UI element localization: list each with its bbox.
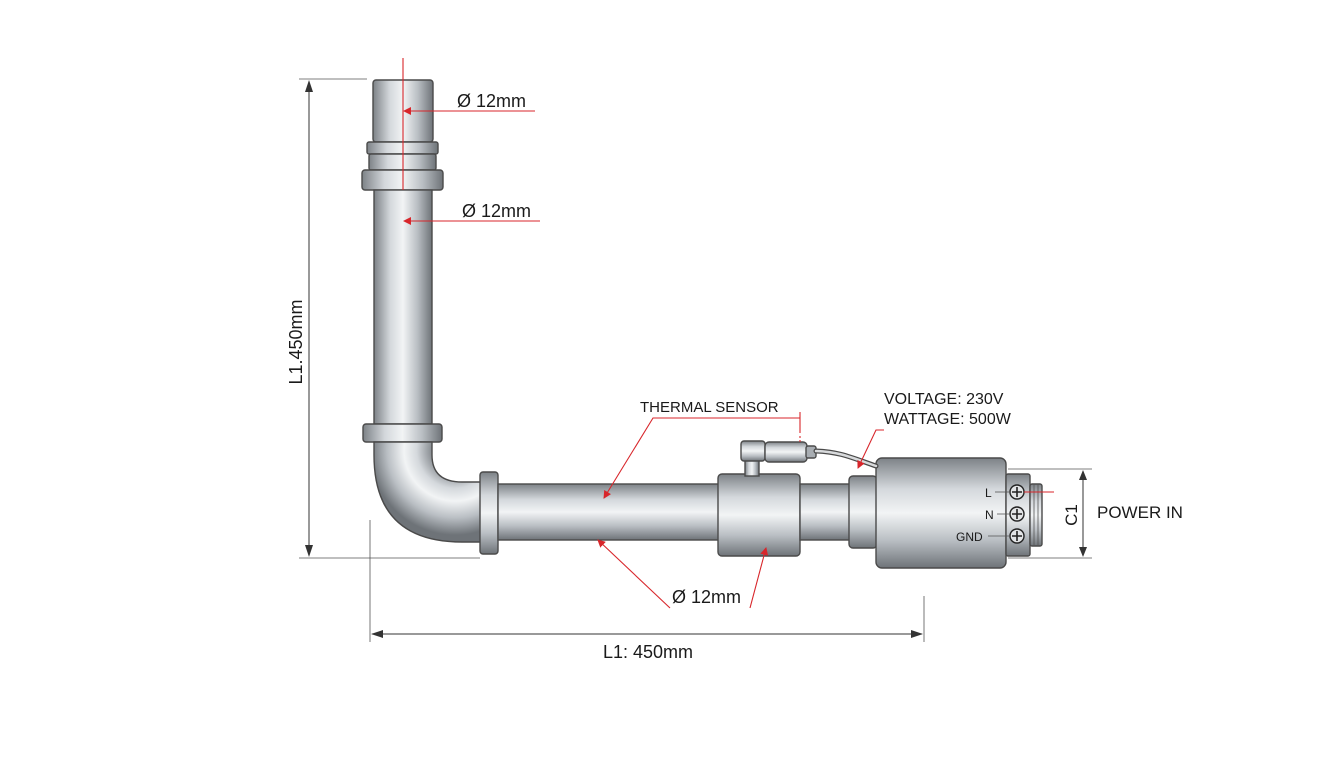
heater-pipe	[361, 79, 1043, 569]
label-terminal-l: L	[985, 486, 992, 500]
label-voltage: VOLTAGE: 230V	[884, 391, 1004, 408]
label-length-vertical: L1.450mm	[286, 299, 306, 384]
label-dia-top: Ø 12mm	[457, 91, 526, 111]
label-length-horizontal: L1: 450mm	[603, 642, 693, 662]
pipe-bend	[373, 441, 484, 543]
label-power-in: POWER IN	[1097, 503, 1183, 522]
dimension-lines	[299, 78, 1092, 642]
label-dia-lower: Ø 12mm	[672, 587, 741, 607]
vertical-tube	[373, 189, 433, 425]
horizontal-tube	[497, 483, 721, 541]
label-terminal-n: N	[985, 508, 994, 522]
label-terminal-gnd: GND	[956, 530, 983, 544]
annotation-leaders	[402, 58, 884, 609]
thermal-sensor	[740, 440, 879, 477]
label-wattage: WATTAGE: 500W	[884, 411, 1012, 428]
horizontal-flange	[479, 471, 499, 555]
sensor-collar	[717, 473, 801, 557]
label-thermal-sensor: THERMAL SENSOR	[640, 399, 779, 416]
label-c1: C1	[1062, 504, 1081, 526]
elbow-flange	[362, 423, 443, 443]
label-dia-upper: Ø 12mm	[462, 201, 531, 221]
terminal-screws	[988, 484, 1054, 544]
